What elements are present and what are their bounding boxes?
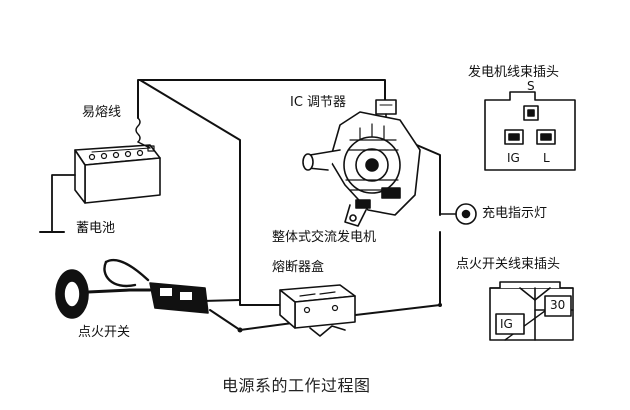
alternator-label: 整体式交流发电机 bbox=[272, 230, 377, 245]
figure-caption: 电源系的工作过程图 bbox=[222, 376, 371, 395]
battery-label: 蓄电池 bbox=[76, 221, 116, 236]
ic-regulator-label: IC 调节器 bbox=[290, 95, 347, 110]
alt-harness-plug-label: 发电机线束插头 bbox=[468, 65, 560, 80]
battery bbox=[39, 144, 161, 233]
alternator-fins bbox=[345, 123, 399, 191]
ign-harness-plug-label: 点火开关线束插头 bbox=[456, 257, 561, 272]
alt-harness-plug-inset bbox=[484, 91, 576, 171]
fusible-link-label: 易熔线 bbox=[82, 105, 122, 120]
splice-dots bbox=[237, 303, 442, 333]
alternator bbox=[302, 111, 421, 227]
ign-harness-plug-inset bbox=[489, 281, 574, 341]
pin-30-label: 30 bbox=[550, 298, 566, 312]
fusible-link bbox=[135, 117, 151, 149]
ignition-switch bbox=[55, 258, 209, 319]
fuse-box-label: 熔断器盒 bbox=[272, 260, 325, 275]
fuse-box bbox=[279, 284, 356, 337]
pin-ig2-label: IG bbox=[500, 317, 513, 331]
charge-lamp-label: 充电指示灯 bbox=[482, 206, 548, 221]
ignition-switch-label: 点火开关 bbox=[78, 325, 131, 340]
charge-lamp bbox=[439, 203, 477, 225]
pin-s-label: S bbox=[527, 79, 535, 93]
pin-ig-label: IG bbox=[507, 151, 520, 165]
pin-l-label: L bbox=[543, 151, 550, 165]
battery-terminals bbox=[88, 145, 155, 161]
